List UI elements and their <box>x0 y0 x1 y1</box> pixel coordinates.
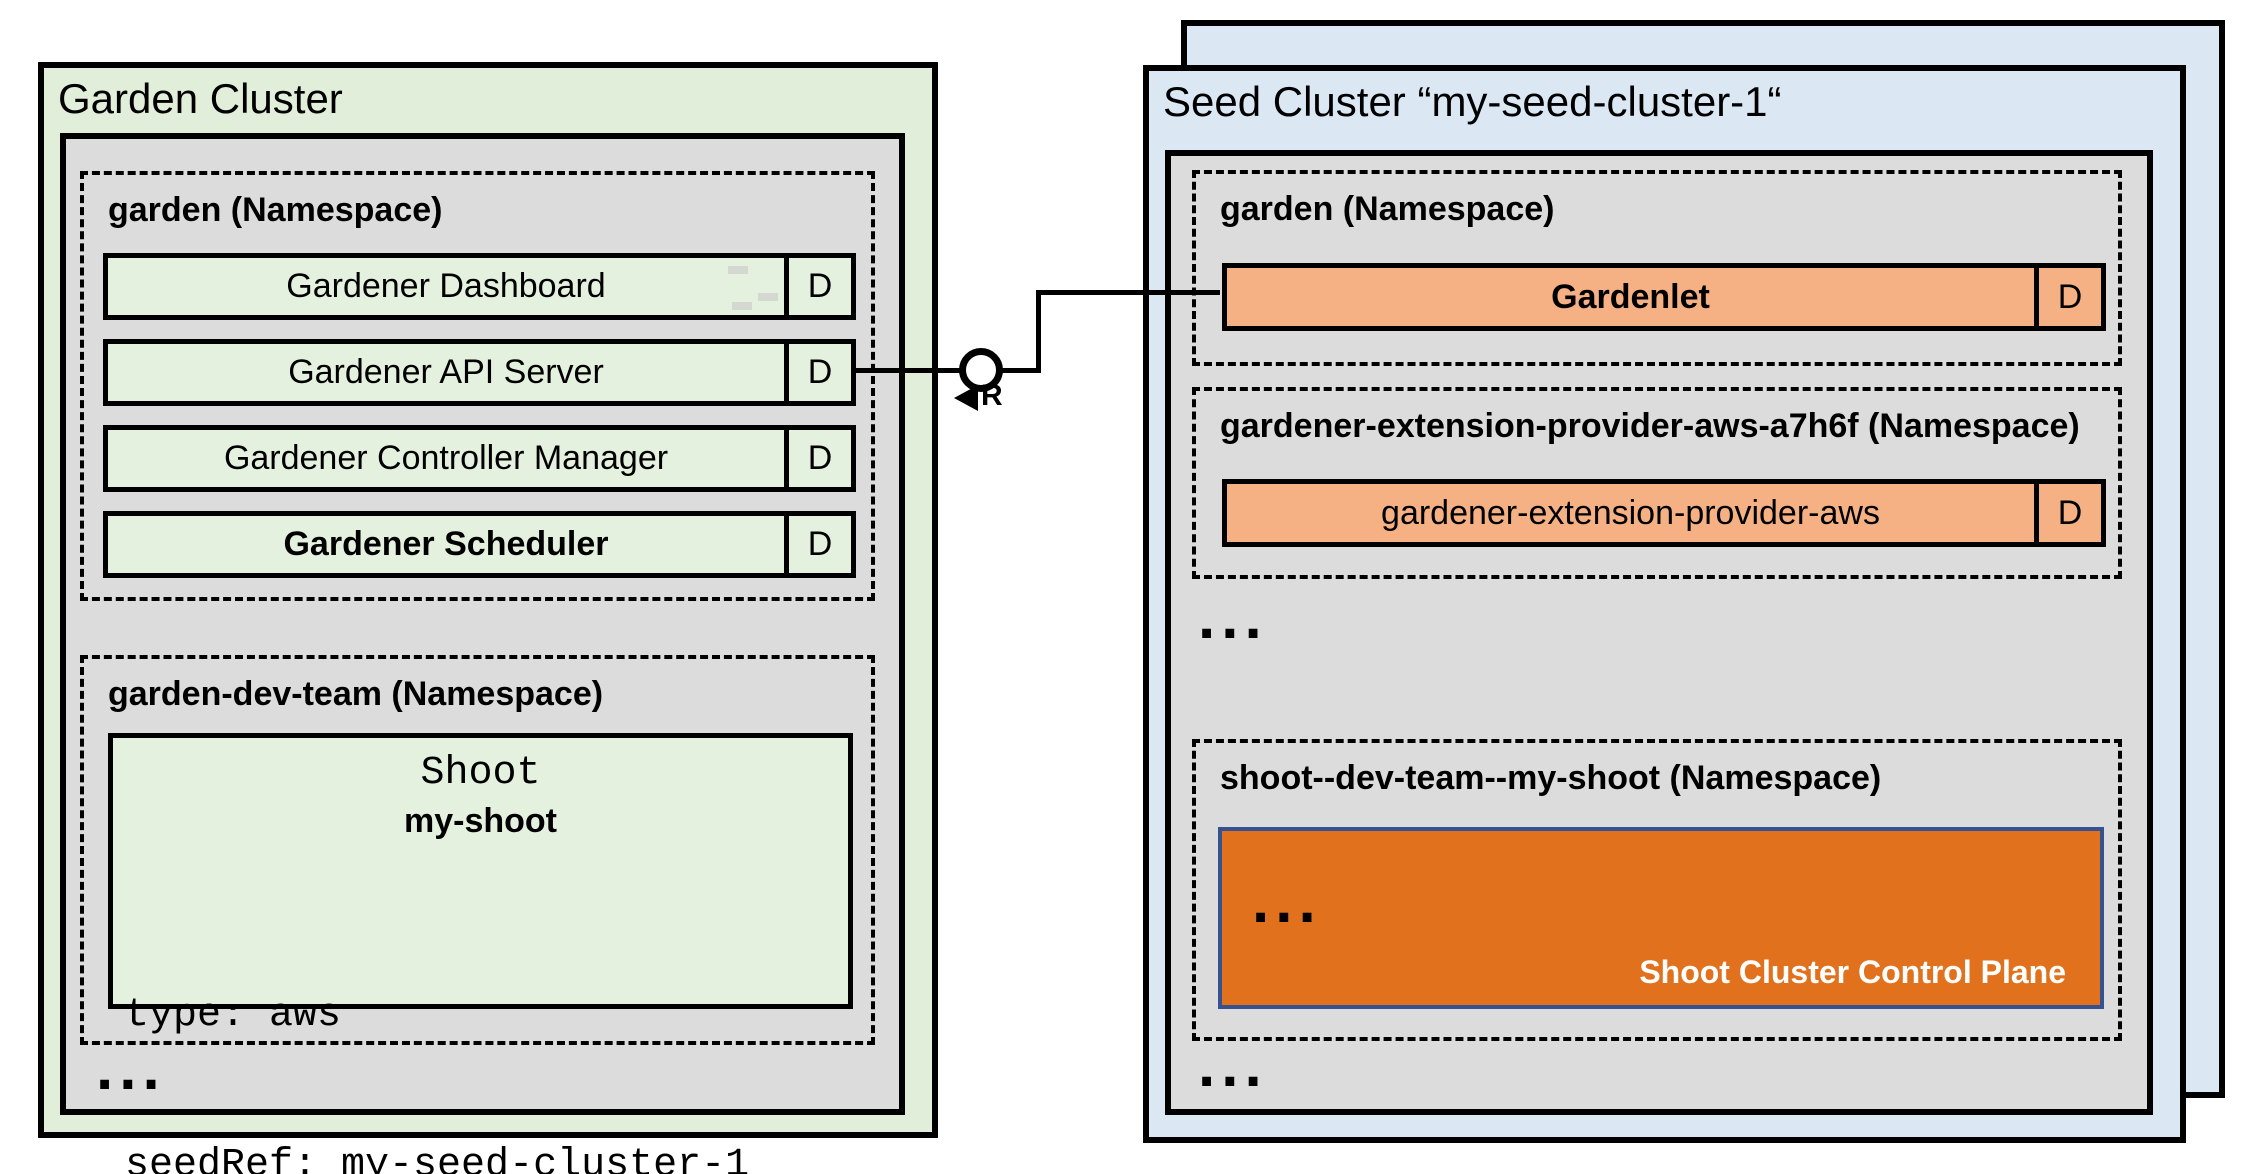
control-plane-caption: Shoot Cluster Control Plane <box>1639 954 2066 990</box>
shoot-spec-seedref: seedRef: my-seed-cluster-1 <box>125 1143 750 1174</box>
shoot-spec: type: aws seedRef: my-seed-cluster-1 <box>125 891 848 1174</box>
component-label-text: Gardenlet <box>1551 277 1710 316</box>
component-row-gardener-api-server: Gardener API Server D <box>103 339 856 406</box>
shoot-kind: Shoot <box>420 751 541 796</box>
namespace-label-seed-garden: garden (Namespace) <box>1220 190 1555 228</box>
shoot-name: my-shoot <box>404 802 557 840</box>
component-row-gardenlet: Gardenlet D <box>1222 263 2106 331</box>
deployment-badge: D <box>784 344 851 401</box>
faded-artifact-dash <box>732 302 752 310</box>
garden-cluster-box: Garden Cluster garden (Namespace) Garden… <box>38 62 938 1174</box>
deployment-badge: D <box>2034 484 2101 542</box>
relation-label: R <box>981 379 1003 412</box>
component-row-extension-provider-aws: gardener-extension-provider-aws D <box>1222 479 2106 547</box>
component-label-text: Gardener Dashboard <box>286 267 606 305</box>
component-row-gardener-controller-manager: Gardener Controller Manager D <box>103 425 856 492</box>
component-label: gardener-extension-provider-aws <box>1227 484 2034 542</box>
deployment-badge: D <box>2034 268 2101 326</box>
namespace-box-seed-garden: garden (Namespace) Gardenlet D <box>1192 170 2122 366</box>
connector-line-vertical <box>1036 290 1041 373</box>
component-label: Gardener Dashboard <box>108 258 784 315</box>
namespace-box-extension-provider-aws: gardener-extension-provider-aws-a7h6f (N… <box>1192 387 2122 579</box>
deployment-badge: D <box>784 258 851 315</box>
component-row-gardener-scheduler: Gardener Scheduler D <box>103 511 856 578</box>
seed-cluster-title: Seed Cluster “my-seed-cluster-1“ <box>1163 78 1782 125</box>
namespace-label-shoot-dev-team-my-shoot: shoot--dev-team--my-shoot (Namespace) <box>1220 759 1882 797</box>
namespace-box-shoot-dev-team-my-shoot: shoot--dev-team--my-shoot (Namespace) ..… <box>1192 739 2122 1041</box>
connector-line-horizontal-lower <box>856 368 1041 373</box>
left-arrowhead-icon <box>954 385 978 411</box>
component-label-text: Gardener API Server <box>288 353 604 391</box>
seed-cluster-box: Seed Cluster “my-seed-cluster-1“ garden … <box>1143 65 2186 1143</box>
component-row-gardener-dashboard: Gardener Dashboard D <box>103 253 856 320</box>
component-label-text: Gardener Controller Manager <box>223 439 669 477</box>
shoot-resource-card: Shoot my-shoot type: aws seedRef: my-see… <box>108 733 853 1174</box>
interface-lollipop-circle-icon <box>959 348 1003 392</box>
component-label-text: gardener-extension-provider-aws <box>1381 493 1880 532</box>
component-row-list: Gardener Dashboard D Gardener API Server… <box>103 253 856 597</box>
shoot-spec-type: type: aws <box>125 993 342 1038</box>
component-label: Gardener Controller Manager <box>108 430 784 487</box>
namespace-label-garden: garden (Namespace) <box>108 191 443 229</box>
namespace-label-extension-provider-aws: gardener-extension-provider-aws-a7h6f (N… <box>1220 407 2080 445</box>
namespace-label-garden-dev-team: garden-dev-team (Namespace) <box>108 675 604 713</box>
more-items-ellipsis: ... <box>96 1034 166 1103</box>
deployment-badge: D <box>784 430 851 487</box>
component-label: Gardenlet <box>1227 268 2034 326</box>
deployment-badge: D <box>784 516 851 573</box>
more-items-ellipsis: ... <box>1198 1031 1268 1100</box>
namespace-box-garden: garden (Namespace) Gardener Dashboard D <box>80 171 875 601</box>
connector-line-horizontal-upper <box>1036 290 1220 295</box>
garden-cluster-title: Garden Cluster <box>58 75 343 122</box>
component-label-text: Gardener Scheduler <box>283 525 609 563</box>
component-label: Gardener API Server <box>108 344 784 401</box>
faded-artifact-dash <box>758 293 778 301</box>
garden-cluster-inner-panel: garden (Namespace) Gardener Dashboard D <box>60 133 905 1174</box>
component-label: Gardener Scheduler <box>108 516 784 573</box>
seed-cluster-inner-panel: garden (Namespace) Gardenlet D gardener-… <box>1165 150 2153 1115</box>
control-plane-content-ellipsis: ... <box>1252 867 1322 936</box>
faded-artifact-dash <box>728 266 748 274</box>
more-namespaces-ellipsis: ... <box>1198 583 1268 652</box>
shoot-cluster-control-plane-box: ... Shoot Cluster Control Plane <box>1218 827 2104 1009</box>
namespace-box-garden-dev-team: garden-dev-team (Namespace) Shoot my-sho… <box>80 655 875 1174</box>
